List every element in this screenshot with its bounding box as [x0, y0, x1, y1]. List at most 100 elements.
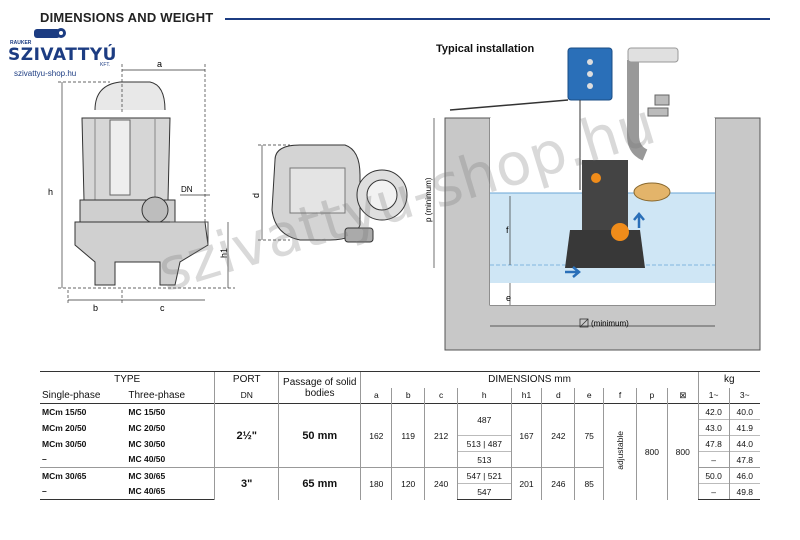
kg3-value: 44.0	[728, 435, 760, 452]
dim-box-label: (minimum)	[591, 319, 629, 328]
model-three: MC 40/50	[128, 454, 166, 465]
kg3-value: 40.0	[728, 403, 760, 420]
model-three: MC 30/50	[128, 438, 166, 449]
port-value: 2½"	[214, 403, 279, 468]
dim-d-label: d	[251, 193, 261, 198]
dim-dn-label: DN	[181, 185, 193, 194]
h-value: 513 | 487	[457, 435, 512, 452]
kg3-value: 41.9	[728, 419, 760, 436]
e-value: 85	[574, 467, 604, 500]
logo-suffix-text: KFT.	[100, 62, 111, 68]
passage-value: 65 mm	[278, 467, 361, 500]
kg1-value: 42.0	[697, 403, 730, 420]
table-row: – MC 40/65 547 – 49.8	[40, 483, 760, 500]
model-three: MC 40/65	[126, 483, 215, 500]
col-h1: h1	[510, 387, 542, 404]
model-single: –	[40, 483, 127, 500]
box-value: 800	[666, 403, 699, 500]
col-port: PORT	[214, 371, 279, 388]
col-h: h	[457, 387, 512, 404]
col-three-phase: Three-phase	[128, 389, 186, 401]
installation-title: Typical installation	[436, 43, 535, 55]
h-value: 513	[457, 451, 512, 468]
col-d: d	[541, 387, 575, 404]
port-value: 3"	[214, 467, 279, 500]
dim-a-label: a	[157, 59, 162, 69]
dimensions-weight-table: TYPE PORT Passage of solid bodies DIMENS…	[40, 371, 760, 500]
col-p: p	[635, 387, 668, 404]
table-row: MCm 30/65 MC 30/65 3" 65 mm 180 120 240 …	[40, 467, 760, 500]
table-row: MCm 30/50 MC 30/50 513 | 487 47.8 44.0	[40, 435, 760, 452]
c-value: 212	[424, 403, 458, 468]
col-e: e	[574, 387, 604, 404]
float-switch	[633, 182, 671, 202]
h-right-value: 487	[487, 438, 502, 449]
f-value: adjustable	[603, 403, 637, 500]
kg1-value: 43.0	[697, 419, 730, 436]
kg1-value: 47.8	[697, 435, 730, 452]
kg1-value: –	[697, 451, 730, 468]
h-left-value: 513	[466, 438, 481, 449]
d-value: 246	[541, 467, 575, 500]
col-kg1: 1~	[697, 387, 730, 404]
h-value: 487	[457, 403, 512, 436]
top-dimension-lines	[258, 144, 290, 241]
dim-p-label: p (minimum)	[424, 177, 433, 222]
col-c: c	[424, 387, 458, 404]
col-a: a	[360, 387, 392, 404]
logo-site-text: szivattyu-shop.hu	[14, 69, 77, 78]
model-single: MCm 20/50	[42, 422, 87, 433]
h1-value: 201	[510, 467, 542, 500]
dim-f-label: f	[506, 225, 509, 235]
table-row: MCm 15/50 MC 15/50 2½" 50 mm 162 119 212…	[40, 403, 760, 500]
col-kg3: 3~	[728, 387, 760, 404]
dim-e-label: e	[506, 293, 511, 303]
table-row: – MC 40/50 513 – 47.8	[40, 451, 760, 468]
pump-logo-icon	[34, 28, 66, 38]
p-value: 800	[635, 403, 668, 500]
table-row: MCm 20/50 MC 20/50 43.0 41.9	[40, 419, 760, 436]
model-single: MCm 30/65	[40, 467, 127, 484]
col-box: ⊠	[666, 387, 699, 404]
installed-pump	[582, 160, 628, 230]
passage-value: 50 mm	[278, 403, 361, 468]
model-three: MC 15/50	[126, 403, 215, 420]
a-value: 162	[360, 403, 392, 468]
model-single: –	[42, 454, 47, 465]
kg1-value: –	[697, 483, 730, 500]
b-value: 119	[391, 403, 425, 468]
pump-side-view	[74, 81, 209, 286]
kg3-value: 46.0	[728, 467, 760, 484]
b-value: 120	[391, 467, 425, 500]
h-value: 547	[457, 483, 512, 500]
c-value: 240	[424, 467, 458, 500]
col-port-unit: DN	[214, 387, 279, 404]
side-dimension-lines	[58, 64, 235, 305]
model-three: MC 30/65	[126, 467, 215, 484]
h-left-value: 547	[466, 470, 481, 481]
model-three: MC 20/50	[128, 422, 166, 433]
a-value: 180	[360, 467, 392, 500]
dim-h-label: h	[48, 187, 53, 197]
dim-h1-label: h1	[219, 248, 229, 258]
title-rule	[225, 18, 770, 20]
h1-value: 167	[510, 403, 542, 468]
logo-small-text: RAUKER	[10, 40, 32, 46]
f-text: adjustable	[615, 431, 626, 471]
col-f: f	[603, 387, 637, 404]
technical-drawings: a h h1 DN b c d	[48, 47, 761, 351]
kg3-value: 49.8	[728, 483, 760, 500]
model-single: MCm 15/50	[40, 403, 127, 420]
dim-c-label: c	[160, 303, 165, 313]
dim-b-label: b	[93, 303, 98, 313]
d-value: 242	[541, 403, 575, 468]
logo-brand-text: SZIVATTYÚ	[8, 45, 117, 65]
pump-top-view	[271, 144, 408, 243]
installation-drawing	[433, 47, 761, 351]
kg3-value: 47.8	[728, 451, 760, 468]
company-logo: RAUKER SZIVATTYÚ KFT. szivattyu-shop.hu	[8, 28, 118, 87]
h-value: 547 | 521	[457, 467, 512, 484]
col-single-phase: Single-phase	[42, 389, 101, 401]
model-single: MCm 30/50	[42, 438, 87, 449]
col-kg: kg	[697, 371, 760, 388]
